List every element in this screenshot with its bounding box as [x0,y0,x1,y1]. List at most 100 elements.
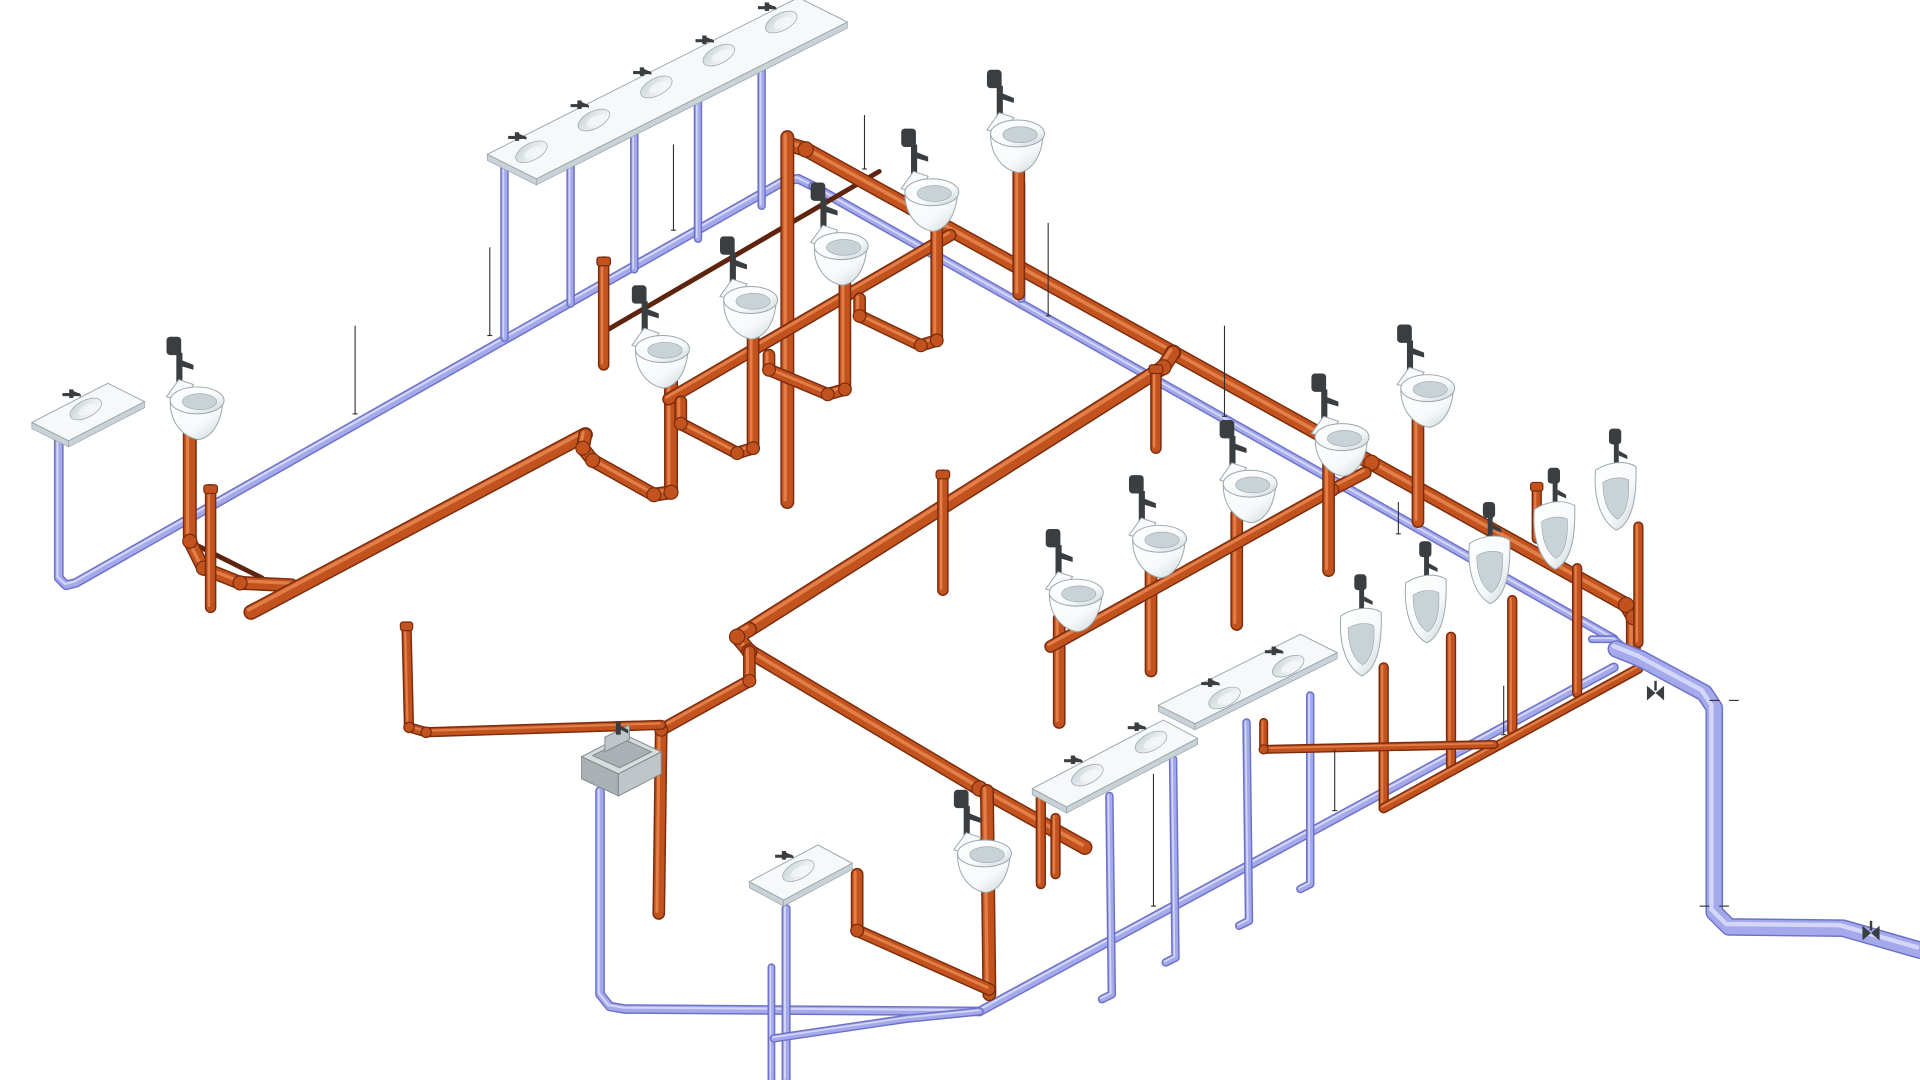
faucet-icon [1201,678,1220,687]
flush-valve-stem [820,198,827,231]
flush-valve-icon [901,128,929,177]
supply-pipe [500,164,509,343]
waste-pipe [1507,594,1518,738]
faucet-icon [1264,646,1284,656]
flush-valve-handle [1060,552,1073,563]
supply-pipe-highlight [977,664,1614,1012]
faucet-icon [1064,755,1083,765]
flush-valve-handle [825,205,838,216]
pipe-cap [596,256,612,267]
waste-pipe [1322,456,1335,577]
toilet-icon [1044,528,1104,633]
waste-pipe-shadow [401,621,667,738]
sink-icon [508,132,548,164]
valve-stem [1869,920,1873,931]
faucet-icon [633,67,652,76]
flush-valve-handle [915,151,929,162]
waste-pipe [1378,662,1389,814]
faucet-handles [775,854,793,858]
sink-icon [1064,755,1104,787]
sensor-marker [671,144,676,231]
pipe-fitting [728,628,746,645]
waste-pipe [673,321,761,461]
waste-pipe [1150,364,1162,454]
supply-pipe [1161,754,1180,967]
sink-icon [757,2,798,34]
sink-icon [633,67,673,99]
waste-pipe [1572,563,1583,699]
sink-bowl [1080,769,1098,782]
waste-pipe [575,366,679,503]
flush-valve-icon [1547,467,1567,507]
flush-valve-icon [986,69,1014,118]
waste-pipe [1050,812,1061,880]
pipe-fitting [913,338,928,353]
toilet-bowl [826,239,862,256]
sink-counter [1157,633,1339,731]
toilet-bowl [735,292,771,310]
sink-bowl [649,81,667,94]
pipe-fitting [575,440,591,456]
toilet-icon [900,128,960,232]
pipe-markers [352,115,1507,907]
toilet-bowl [647,341,683,359]
waste-pipe-network [182,130,1644,1002]
waste-pipe-body [852,869,995,995]
supply-pipe [53,173,818,591]
waste-pipe-body [731,623,1092,854]
flush-valve-head [1608,428,1622,445]
valve-icon [1862,920,1880,941]
flush-valve-head [1128,475,1144,494]
flush-valve-stem [176,352,183,385]
flush-valve-icon [631,285,659,334]
toilet-icon [631,285,690,389]
sensor-marker [1045,222,1051,317]
waste-pipe [1230,507,1244,631]
waste-pipe-highlight [403,624,661,732]
waste-pipe-highlight [1381,665,1639,808]
flush-valve-head [1045,528,1061,548]
waste-pipe [852,214,944,353]
urinal-basin [1602,477,1630,520]
toilet-icon [719,236,779,340]
sink-icon [1264,646,1305,678]
waste-pipe-body [663,230,956,405]
supply-pipe [757,47,766,210]
flush-valve-head [1419,541,1432,558]
faucet-handles [633,71,651,75]
flush-valve-stem [1138,491,1145,523]
flush-valve-head [901,128,916,147]
sensor-marker [1501,685,1507,736]
toilet-bowl [1002,126,1038,143]
flush-valve-icon [810,182,838,231]
flush-valve-handle [734,259,747,270]
faucet-icon [62,389,81,398]
supply-pipe-body [1236,719,1252,929]
faucet-icon [695,35,714,45]
pipe-fitting [1258,744,1269,755]
supply-pipe-highlight [1100,793,1112,999]
flush-valve-head [720,236,735,255]
waste-pipe [728,621,1093,855]
urinal-basin [1476,551,1503,594]
waste-pipe-highlight [1047,469,1365,647]
faucet-handles [508,135,526,139]
pipe-fitting [646,487,662,503]
flush-valve-stem [1424,555,1429,581]
flush-valve-icon [166,336,194,385]
supply-pipe [1097,791,1117,1004]
faucet-handles [757,6,776,10]
pipe-fitting [232,575,248,591]
sensor-marker [862,115,867,170]
sink-icon [570,100,611,132]
pipe-cap [1148,364,1164,375]
urinal-basin [1412,590,1440,633]
waste-pipe [204,484,217,614]
waste-pipe [761,267,852,402]
pipe-fitting [420,726,432,738]
vent-pipe-body [603,168,882,334]
flush-valve-stem [1613,443,1619,468]
toilet-icon [1218,420,1278,524]
waste-pipe [401,621,667,738]
waste-pipe-body [1045,467,1371,652]
